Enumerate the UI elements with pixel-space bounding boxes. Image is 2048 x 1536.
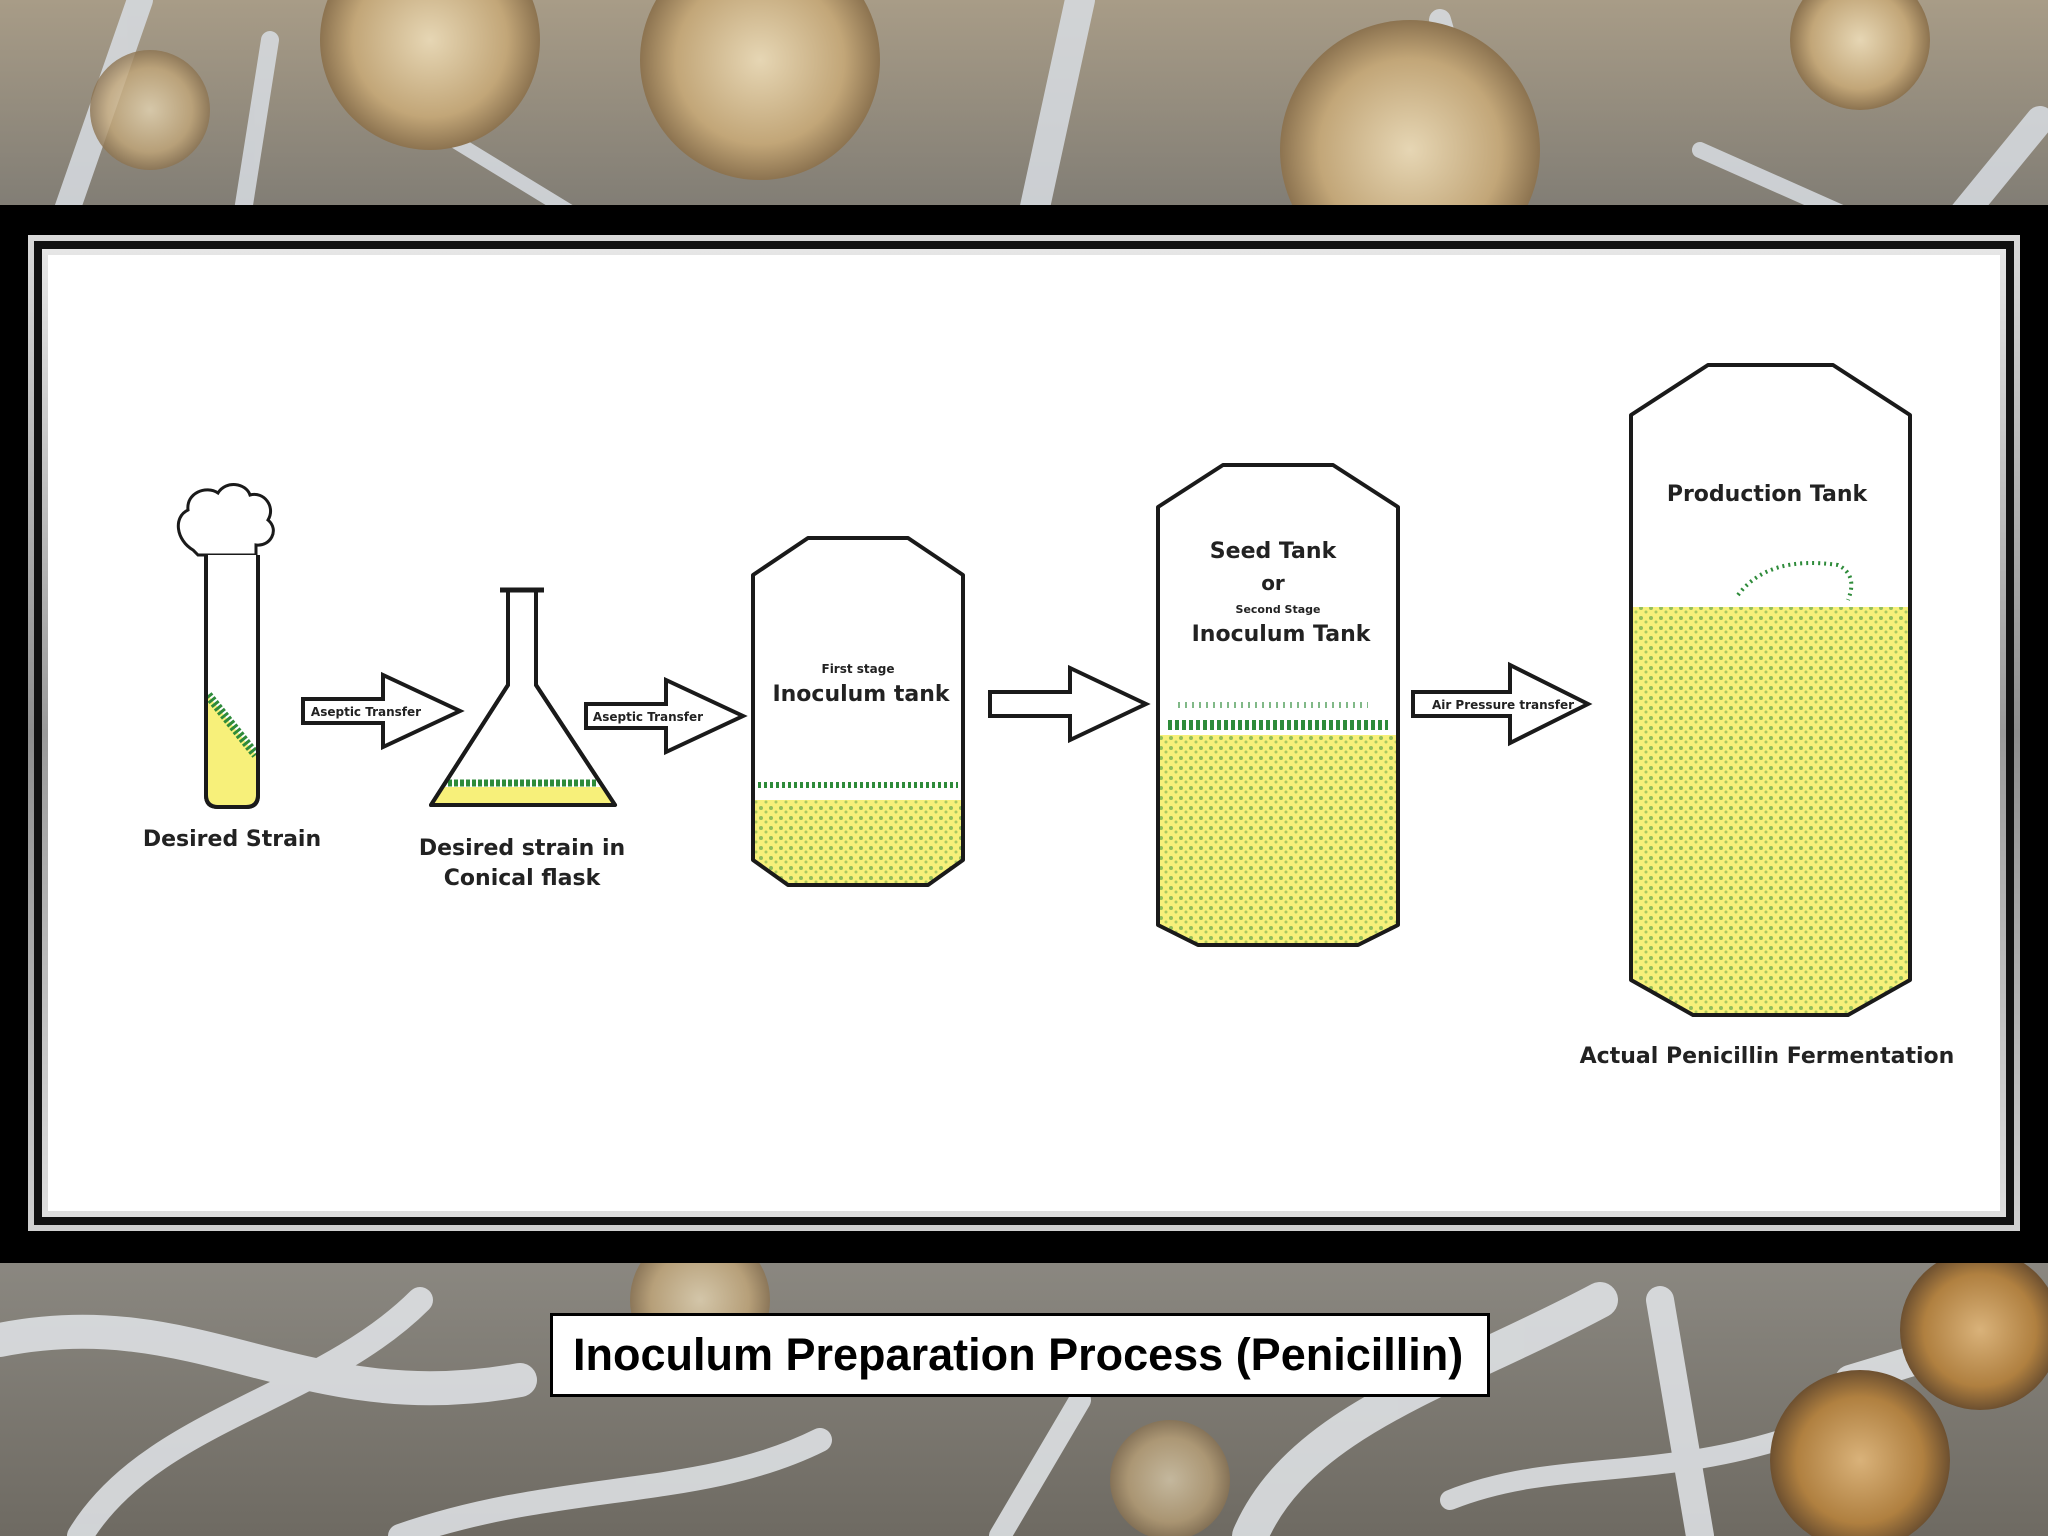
caption-title: Inoculum Preparation Process (Penicillin… <box>573 1329 1464 1380</box>
label-inoculum-tank-2: Inoculum Tank <box>1192 622 1372 647</box>
arrow-transfer-3 <box>988 664 1151 744</box>
label-seed-tank: Seed Tank <box>1210 539 1338 564</box>
label-actual-penicillin-fermentation: Actual Penicillin Fermentation <box>1580 1044 1955 1069</box>
diagram-frame: Desired Strain Aseptic Transfer <box>0 205 2048 1263</box>
caption-box: Inoculum Preparation Process (Penicillin… <box>550 1313 1490 1397</box>
test-tube-icon <box>177 483 275 809</box>
arrow-1-label: Aseptic Transfer <box>311 705 421 719</box>
production-tank-icon <box>1629 363 1912 1017</box>
label-second-stage: Second Stage <box>1236 603 1321 616</box>
label-or: or <box>1261 571 1285 595</box>
process-diagram: Desired Strain Aseptic Transfer <box>143 363 1955 1069</box>
label-desired-strain: Desired Strain <box>143 827 321 852</box>
diagram-panel: Desired Strain Aseptic Transfer <box>48 255 2000 1211</box>
arrow-aseptic-transfer-2: Aseptic Transfer <box>584 676 748 756</box>
label-inoculum-tank: Inoculum tank <box>772 682 950 707</box>
frame-border: Desired Strain Aseptic Transfer <box>28 235 2020 1231</box>
label-first-stage: First stage <box>822 662 895 676</box>
label-conical-flask-line1: Desired strain in <box>419 836 625 861</box>
label-production-tank: Production Tank <box>1667 482 1869 507</box>
arrow-aseptic-transfer-1: Aseptic Transfer <box>301 671 465 751</box>
arrow-4-label: Air Pressure transfer <box>1432 698 1574 712</box>
conical-flask-icon <box>429 587 617 807</box>
seed-tank-icon <box>1156 463 1400 947</box>
arrow-2-label: Aseptic Transfer <box>593 710 703 724</box>
first-stage-tank-icon <box>751 536 965 887</box>
arrow-air-pressure-transfer: Air Pressure transfer <box>1411 661 1593 747</box>
label-conical-flask-line2: Conical flask <box>444 866 602 891</box>
